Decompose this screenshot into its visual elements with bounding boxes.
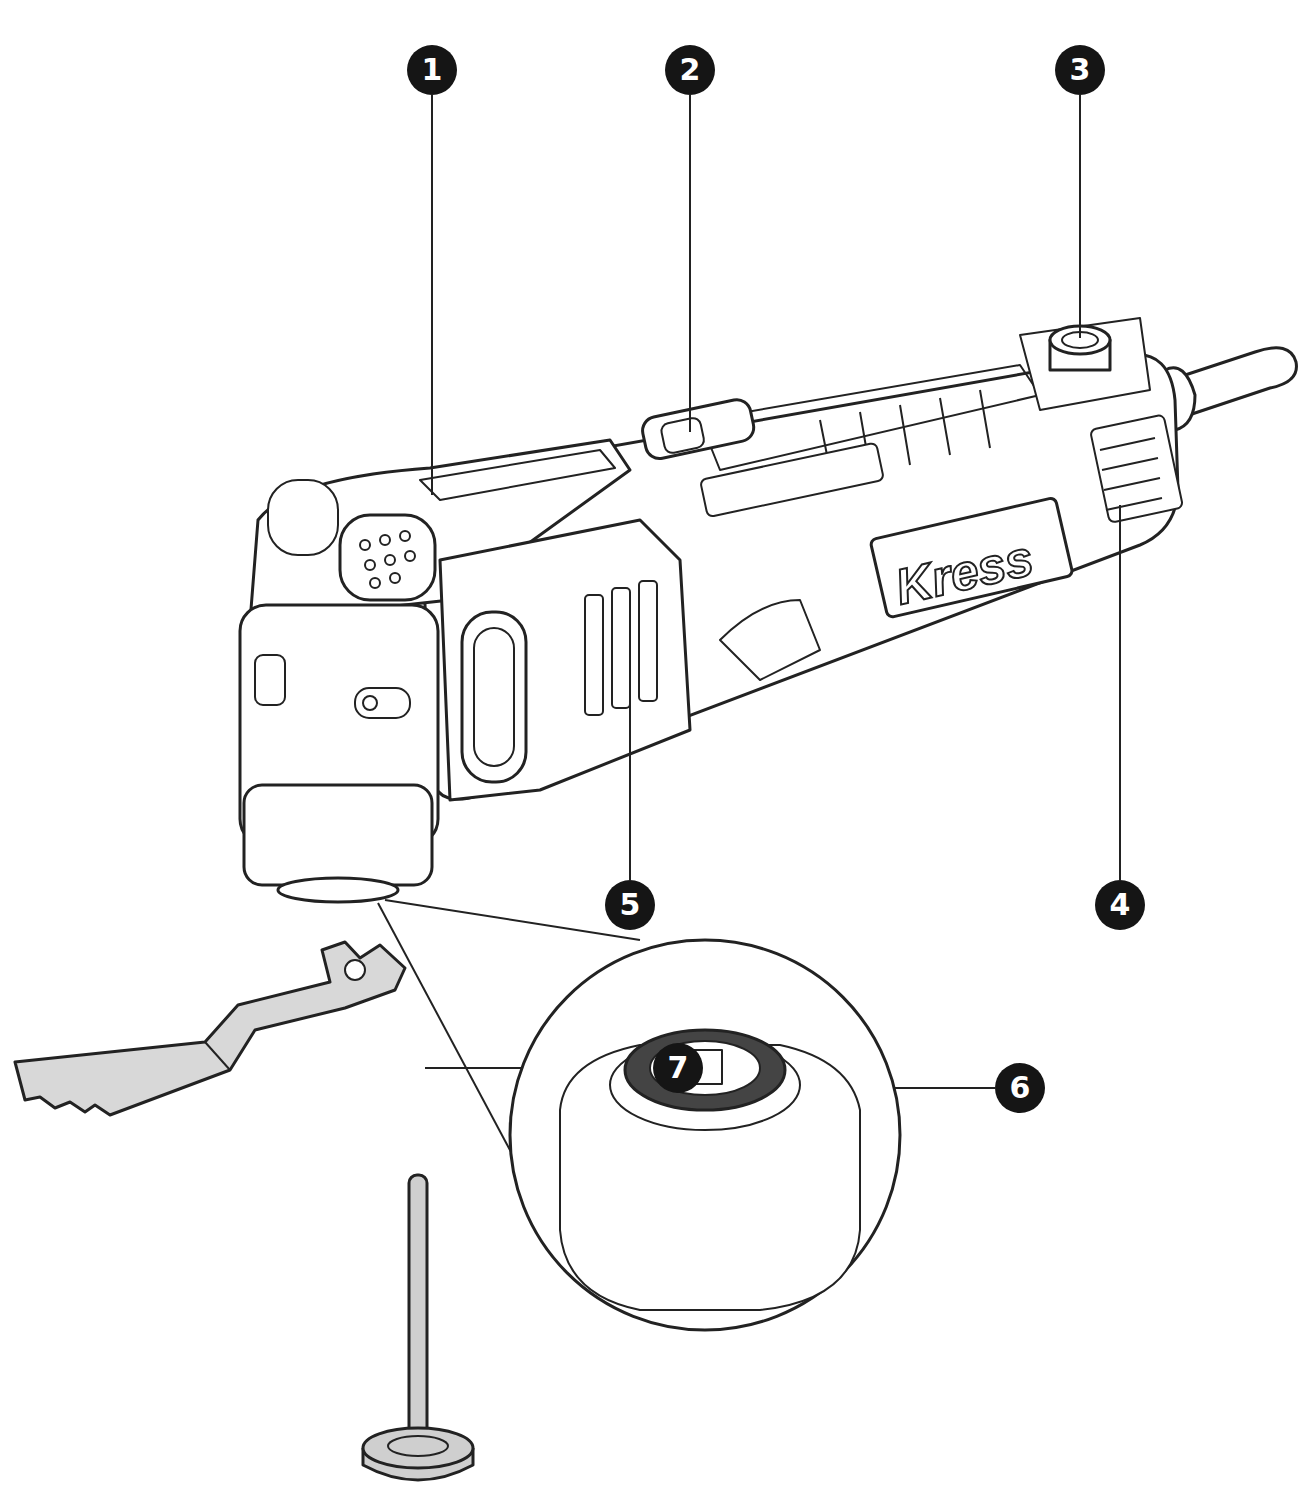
dial-base [1020,318,1150,410]
key-base-top [363,1428,473,1468]
callout-number: 6 [995,1063,1045,1113]
clamp-collar [278,878,398,902]
head-cylinder [244,785,432,885]
switch-slider [660,417,705,455]
detail-circle [510,940,900,1330]
saw-blade [15,942,405,1115]
lever-arm [268,480,338,555]
grip-pad [462,612,526,782]
lever-knob [340,515,435,600]
tool-mount [625,1030,785,1110]
vent-grill [1090,414,1183,523]
head-slot [255,655,285,705]
callout-number: 7 [653,1043,703,1093]
tool-body [420,355,1178,800]
brand-plate [870,497,1073,618]
mount-star [650,1041,760,1095]
hex-key-shaft [409,1175,427,1445]
label-plate [700,443,884,518]
detail-housing [560,1045,860,1310]
knob-dots [360,531,415,588]
blade-hole [345,960,365,980]
vent-slots [585,581,657,715]
callout-number: 3 [1055,45,1105,95]
callout-number: 4 [1095,880,1145,930]
screw-head [363,696,377,710]
grip-inner [474,628,514,766]
callout-number: 5 [605,880,655,930]
leader-lines [378,95,1120,1240]
key-base-ring [388,1436,448,1456]
side-housing [440,520,690,800]
callout-number: 2 [665,45,715,95]
body-recess [720,600,820,680]
head-screw [355,688,410,718]
on-off-switch [640,397,756,461]
callout-number: 1 [407,45,457,95]
blade-bend [205,1042,230,1070]
lever-top [420,450,615,500]
